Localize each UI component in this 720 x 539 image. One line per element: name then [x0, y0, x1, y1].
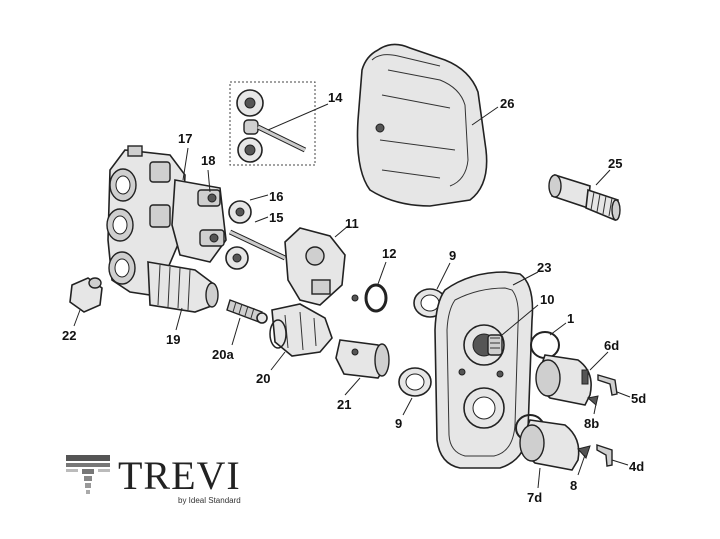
part-8-screw [577, 445, 591, 459]
label-22: 22 [62, 328, 76, 343]
part-6d-indicator [581, 369, 589, 385]
label-25: 25 [608, 156, 622, 171]
part-14-screw-set [229, 81, 316, 166]
label-10: 10 [540, 292, 554, 307]
part-12-o-ring [364, 283, 388, 313]
label-21: 21 [337, 397, 351, 412]
part-20a-spindle [226, 299, 268, 324]
label-11: 11 [345, 216, 359, 231]
part-1-upper-handle [530, 331, 592, 406]
part-23-faceplate [434, 271, 534, 469]
part-16-washer [225, 200, 252, 270]
label-26: 26 [500, 96, 514, 111]
part-22-hex-plug [69, 277, 103, 313]
label-9-lower: 9 [395, 416, 402, 431]
part-7d-lower-handle [515, 414, 580, 471]
valve-body [106, 145, 186, 296]
label-14: 14 [328, 90, 343, 105]
label-17: 17 [178, 131, 192, 146]
label-1: 1 [567, 311, 574, 326]
leader-lines [73, 103, 631, 489]
label-19: 19 [166, 332, 180, 347]
part-21-diverter-head [335, 339, 390, 379]
label-9-upper: 9 [449, 248, 456, 263]
label-8: 8 [570, 478, 577, 493]
label-4d: 4d [629, 459, 644, 474]
trevi-logo: TREVI by Ideal Standard [66, 453, 241, 505]
part-10-adaptor [487, 334, 503, 356]
label-15: 15 [269, 210, 283, 225]
label-6d: 6d [604, 338, 619, 353]
label-20a: 20a [212, 347, 234, 362]
part-4d-clip [596, 444, 613, 467]
label-23: 23 [537, 260, 551, 275]
label-8b: 8b [584, 416, 599, 431]
label-16: 16 [269, 189, 283, 204]
part-15-shaft [228, 229, 287, 261]
label-20: 20 [256, 371, 270, 386]
part-number-labels: 14 26 25 17 18 16 15 11 12 9 23 10 1 6d … [62, 90, 646, 505]
part-5d-clip [597, 374, 618, 396]
part-8b-screw [586, 395, 599, 406]
part-26-cover [356, 43, 488, 207]
part-19-thermostatic-cartridge [147, 261, 219, 313]
trevi-logo-mark [66, 455, 110, 494]
brand-tagline: by Ideal Standard [178, 496, 241, 505]
label-5d: 5d [631, 391, 646, 406]
brand-name: TREVI [118, 453, 241, 498]
part-20-diverter [269, 303, 333, 357]
part-11-flow-body [284, 227, 359, 306]
part-25-threaded-fitting [548, 173, 621, 222]
part-17-18-cartridge-block [171, 179, 227, 263]
label-12: 12 [382, 246, 396, 261]
part-9-lower-sleeve [398, 367, 432, 397]
label-7d: 7d [527, 490, 542, 505]
label-18: 18 [201, 153, 215, 168]
